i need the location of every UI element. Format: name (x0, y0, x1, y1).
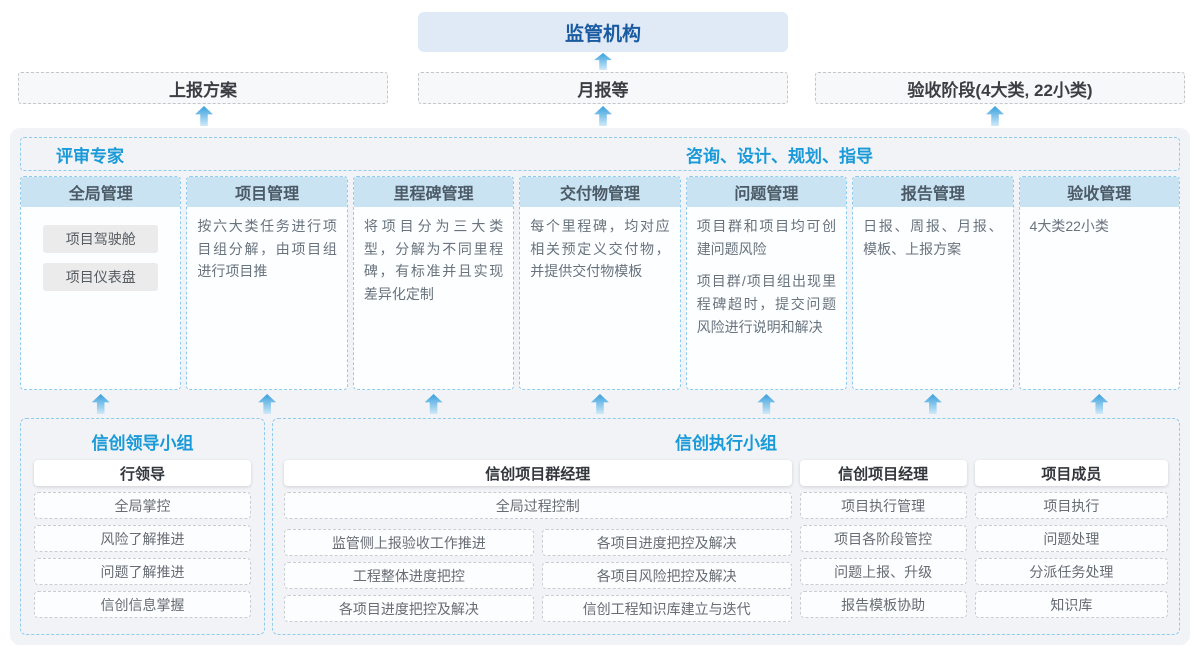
member-item: 分派任务处理 (974, 558, 1168, 585)
pgm-right-subcolumn: 各项目进度把控及解决 各项目风险把控及解决 信创工程知识库建立与迭代 (541, 519, 792, 622)
project-manager-column: 信创项目经理 项目执行管理 项目各阶段管控 问题上报、升级 报告模板协助 (799, 460, 967, 622)
pgm-item: 各项目进度把控及解决 (541, 529, 792, 556)
report-plan-label: 上报方案 (169, 80, 237, 100)
up-arrow-report-plan (195, 106, 213, 126)
issue-paragraph-2: 项目群/项目组出现里程碑超时，提交问题风险进行说明和解决 (696, 273, 837, 335)
up-arrow-col2 (258, 394, 277, 414)
column-issue-management: 问题管理 项目群和项目均可创建问题风险 项目群/项目组出现里程碑超时，提交问题风… (685, 176, 848, 390)
column-body: 项目群和项目均可创建问题风险 项目群/项目组出现里程碑超时，提交问题风险进行说明… (687, 207, 846, 346)
up-arrow-col5 (757, 394, 776, 414)
acceptance-stage-label: 验收阶段(4大类, 22小类) (907, 80, 1093, 100)
pill-project-cockpit: 项目驾驶舱 (43, 225, 159, 253)
column-body: 每个里程碑，均对应相关预定义交付物，并提供交付物模板 (530, 218, 670, 280)
monthly-report-label: 月报等 (577, 80, 629, 100)
leader-item: 风险了解推进 (34, 525, 251, 552)
column-report-management: 报告管理 日报、周报、月报、模板、上报方案 (852, 176, 1014, 390)
program-manager-column: 信创项目群经理 全局过程控制 监管侧上报验收工作推进 工程整体进度把控 各项目进… (284, 460, 792, 622)
acceptance-stage-box: 验收阶段(4大类, 22小类) (815, 72, 1185, 104)
leader-item: 信创信息掌握 (34, 591, 251, 618)
exec-columns: 信创项目群经理 全局过程控制 监管侧上报验收工作推进 工程整体进度把控 各项目进… (284, 460, 1168, 622)
column-title: 项目管理 (187, 177, 347, 207)
leader-item: 全局掌控 (34, 492, 251, 519)
column-title: 里程碑管理 (353, 177, 514, 207)
consult-design-label: 咨询、设计、规划、指导 (686, 146, 873, 166)
pgm-split-columns: 监管侧上报验收工作推进 工程整体进度把控 各项目进度把控及解决 各项目进度把控及… (284, 519, 792, 622)
role-project-manager: 信创项目经理 (799, 460, 967, 486)
column-title: 报告管理 (853, 177, 1013, 207)
up-arrow-col4 (590, 394, 609, 414)
panel-header-band: 评审专家 咨询、设计、规划、指导 (20, 137, 1180, 171)
column-body: 4大类22小类 (1029, 218, 1109, 234)
up-arrow-col7 (1090, 394, 1109, 414)
leader-group-title: 信创领导小组 (91, 433, 194, 453)
pgm-left-subcolumn: 监管侧上报验收工作推进 工程整体进度把控 各项目进度把控及解决 (284, 519, 534, 622)
column-deliverable-management: 交付物管理 每个里程碑，均对应相关预定义交付物，并提供交付物模板 (519, 176, 681, 390)
role-program-manager: 信创项目群经理 (284, 460, 792, 486)
up-arrow-to-regulator (594, 53, 612, 70)
leader-item: 问题了解推进 (34, 558, 251, 585)
pgm-item-full: 全局过程控制 (284, 492, 792, 519)
regulator-box: 监管机构 (418, 12, 788, 52)
member-item: 项目执行 (974, 492, 1168, 519)
project-member-column: 项目成员 项目执行 问题处理 分派任务处理 知识库 (974, 460, 1168, 622)
pill-project-dashboard: 项目仪表盘 (43, 263, 159, 291)
management-panel: 评审专家 咨询、设计、规划、指导 全局管理 项目驾驶舱 项目仪表盘 项目管理 按… (10, 128, 1190, 645)
pm-item: 项目执行管理 (799, 492, 967, 519)
column-title: 验收管理 (1019, 177, 1179, 207)
column-title: 全局管理 (21, 177, 181, 207)
pgm-item: 工程整体进度把控 (284, 562, 534, 589)
regulator-label: 监管机构 (564, 23, 641, 45)
exec-group-title: 信创执行小组 (675, 433, 777, 453)
pm-item: 问题上报、升级 (799, 558, 967, 585)
up-arrow-acceptance (986, 106, 1004, 126)
report-plan-box: 上报方案 (18, 72, 388, 104)
review-experts-label: 评审专家 (56, 146, 124, 166)
column-title: 交付物管理 (520, 177, 680, 207)
column-body: 将项目分为三大类型，分解为不同里程碑，有标准并且实现差异化定制 (363, 218, 504, 303)
issue-paragraph-1: 项目群和项目均可创建问题风险 (696, 218, 837, 257)
pm-item: 项目各阶段管控 (799, 525, 967, 552)
column-title: 问题管理 (686, 177, 847, 207)
column-milestone-management: 里程碑管理 将项目分为三大类型，分解为不同里程碑，有标准并且实现差异化定制 (352, 176, 515, 390)
management-columns: 全局管理 项目驾驶舱 项目仪表盘 项目管理 按六大类任务进行项目组分解，由项目组… (20, 176, 1180, 390)
up-arrow-col3 (424, 394, 443, 414)
member-item: 知识库 (974, 591, 1168, 618)
column-body: 日报、周报、月报、模板、上报方案 (863, 218, 1003, 257)
group-to-columns-arrows (20, 394, 1180, 416)
up-arrow-col1 (91, 394, 110, 414)
pgm-item: 各项目进度把控及解决 (284, 595, 534, 622)
column-project-management: 项目管理 按六大类任务进行项目组分解，由项目组进行项目推 (186, 176, 348, 390)
exec-group: 信创执行小组 信创项目群经理 全局过程控制 监管侧上报验收工作推进 工程整体进度… (272, 418, 1180, 635)
pgm-item: 监管侧上报验收工作推进 (284, 529, 534, 556)
bottom-groups: 信创领导小组 行领导 全局掌控 风险了解推进 问题了解推进 信创信息掌握 信创执… (20, 418, 1180, 635)
role-project-member: 项目成员 (974, 460, 1168, 486)
role-bank-leaders: 行领导 (34, 460, 251, 486)
leader-group: 信创领导小组 行领导 全局掌控 风险了解推进 问题了解推进 信创信息掌握 (20, 418, 265, 635)
pgm-item: 信创工程知识库建立与迭代 (541, 595, 792, 622)
monthly-report-box: 月报等 (418, 72, 788, 104)
column-acceptance-management: 验收管理 4大类22小类 (1018, 176, 1180, 390)
column-body: 项目驾驶舱 项目仪表盘 (21, 207, 180, 299)
member-item: 问题处理 (974, 525, 1168, 552)
column-global-management: 全局管理 项目驾驶舱 项目仪表盘 (20, 176, 182, 390)
up-arrow-col6 (923, 394, 942, 414)
pgm-item: 各项目风险把控及解决 (541, 562, 792, 589)
pm-item: 报告模板协助 (799, 591, 967, 618)
column-body: 按六大类任务进行项目组分解，由项目组进行项目推 (197, 218, 337, 280)
up-arrow-monthly-report (594, 106, 612, 126)
